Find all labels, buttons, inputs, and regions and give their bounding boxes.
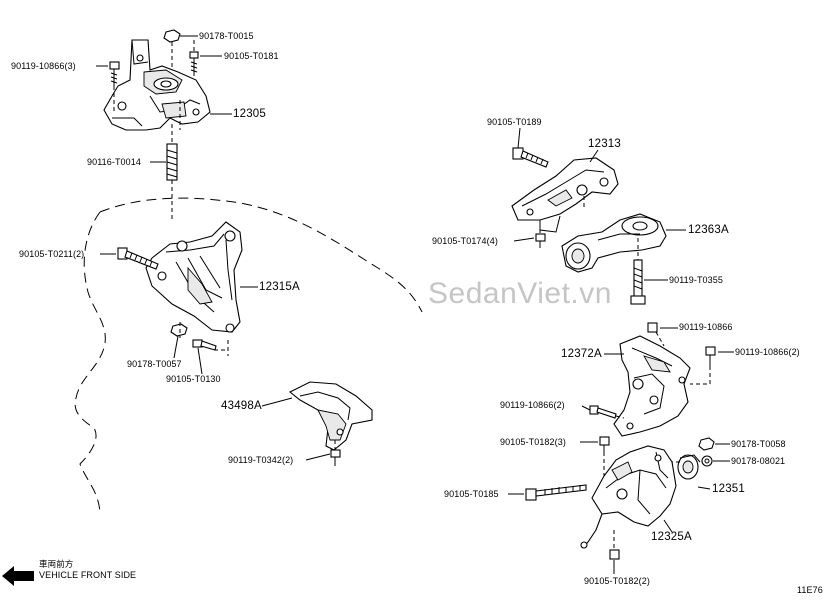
bolt-90105-t0182-upper (599, 436, 610, 452)
assembly-lines-bracket (179, 322, 229, 356)
label-43498a: 43498A (221, 400, 262, 412)
bolt-90105-t0130 (192, 339, 217, 351)
label-90178-t0057: 90178-T0057 (127, 359, 182, 369)
assembly-lines-12372a (615, 331, 711, 419)
label-90105-t0185: 90105-T0185 (444, 489, 499, 499)
bolt-90105-t0211 (117, 247, 159, 270)
cover-43498a (288, 381, 373, 451)
bolt-90119-t0342 (330, 449, 341, 466)
label-90178-t0015: 90178-T0015 (199, 31, 254, 41)
nut-90178-08021 (701, 455, 713, 467)
nut-90178-t0015 (163, 29, 181, 43)
label-12363a: 12363A (688, 224, 729, 236)
front-arrow-icon (2, 566, 34, 586)
stud-90116-t0014 (166, 143, 178, 181)
bolt-90119-10866-right (705, 346, 716, 366)
label-90105-t0182-2: 90105-T0182(2) (584, 576, 650, 586)
label-90105-t0211-2: 90105-T0211(2) (19, 249, 85, 259)
label-90119-10866-2-right: 90119-10866(2) (735, 347, 800, 357)
label-12372a: 12372A (561, 348, 602, 360)
assembly-lines-12313 (539, 196, 585, 234)
reference-code: 11E76 (797, 585, 823, 595)
bolt-90119-10866-top (109, 61, 120, 86)
label-90116-t0014: 90116-T0014 (87, 157, 141, 167)
engine-mount-12305 (103, 39, 211, 131)
label-90178-t0058: 90178-T0058 (731, 439, 786, 449)
engine-outline-left (74, 211, 106, 513)
label-90105-t0130: 90105-T0130 (166, 374, 221, 384)
label-90119-10866: 90119-10866 (679, 322, 733, 332)
leader-lines (96, 35, 734, 574)
label-12351: 12351 (712, 483, 745, 495)
label-12313: 12313 (588, 138, 621, 150)
bolt-90105-t0189 (512, 147, 549, 168)
nut-90178-t0058 (698, 437, 715, 451)
mount-rod-12363a (561, 213, 667, 273)
label-90119-10866-3: 90119-10866(3) (11, 61, 76, 71)
assembly-lines-12325a (603, 452, 680, 550)
direction-label-en: VEHICLE FRONT SIDE (39, 570, 137, 580)
label-90119-t0355: 90119-T0355 (669, 275, 723, 285)
bolt-90105-t0185 (525, 484, 587, 501)
bolt-90119-t0355 (630, 259, 646, 305)
bracket-12315a (145, 221, 243, 333)
engine-outline (99, 197, 423, 313)
bracket-12313 (511, 157, 619, 233)
label-12325a: 12325A (651, 531, 692, 543)
bolt-90119-10866-upper (647, 322, 658, 333)
bushing-12351 (677, 454, 701, 480)
assembly-lines-top-left (113, 40, 195, 222)
bolt-90105-t0174 (535, 233, 546, 248)
label-90105-t0174-4: 90105-T0174(4) (432, 236, 498, 246)
bolt-90119-10866-left (589, 405, 617, 419)
bolt-90105-t0182-lower (609, 549, 620, 560)
label-90119-10866-2-left: 90119-10866(2) (500, 400, 565, 410)
bracket-12372a (613, 335, 691, 437)
bolt-90105-t0181 (189, 51, 199, 76)
label-90105-t0182-3: 90105-T0182(3) (500, 437, 566, 447)
bracket-12325a (580, 445, 677, 549)
watermark: SedanViet.vn (428, 277, 612, 310)
label-90105-t0181: 90105-T0181 (224, 51, 279, 61)
label-90105-t0189: 90105-T0189 (487, 117, 542, 127)
label-90119-t0342-2: 90119-T0342(2) (228, 455, 294, 465)
nut-90178-t0057 (170, 323, 188, 337)
label-90178-08021: 90178-08021 (731, 456, 786, 466)
label-12305: 12305 (233, 108, 266, 120)
direction-label-cn: 車両前方 (39, 559, 74, 569)
label-12315a: 12315A (259, 281, 300, 293)
